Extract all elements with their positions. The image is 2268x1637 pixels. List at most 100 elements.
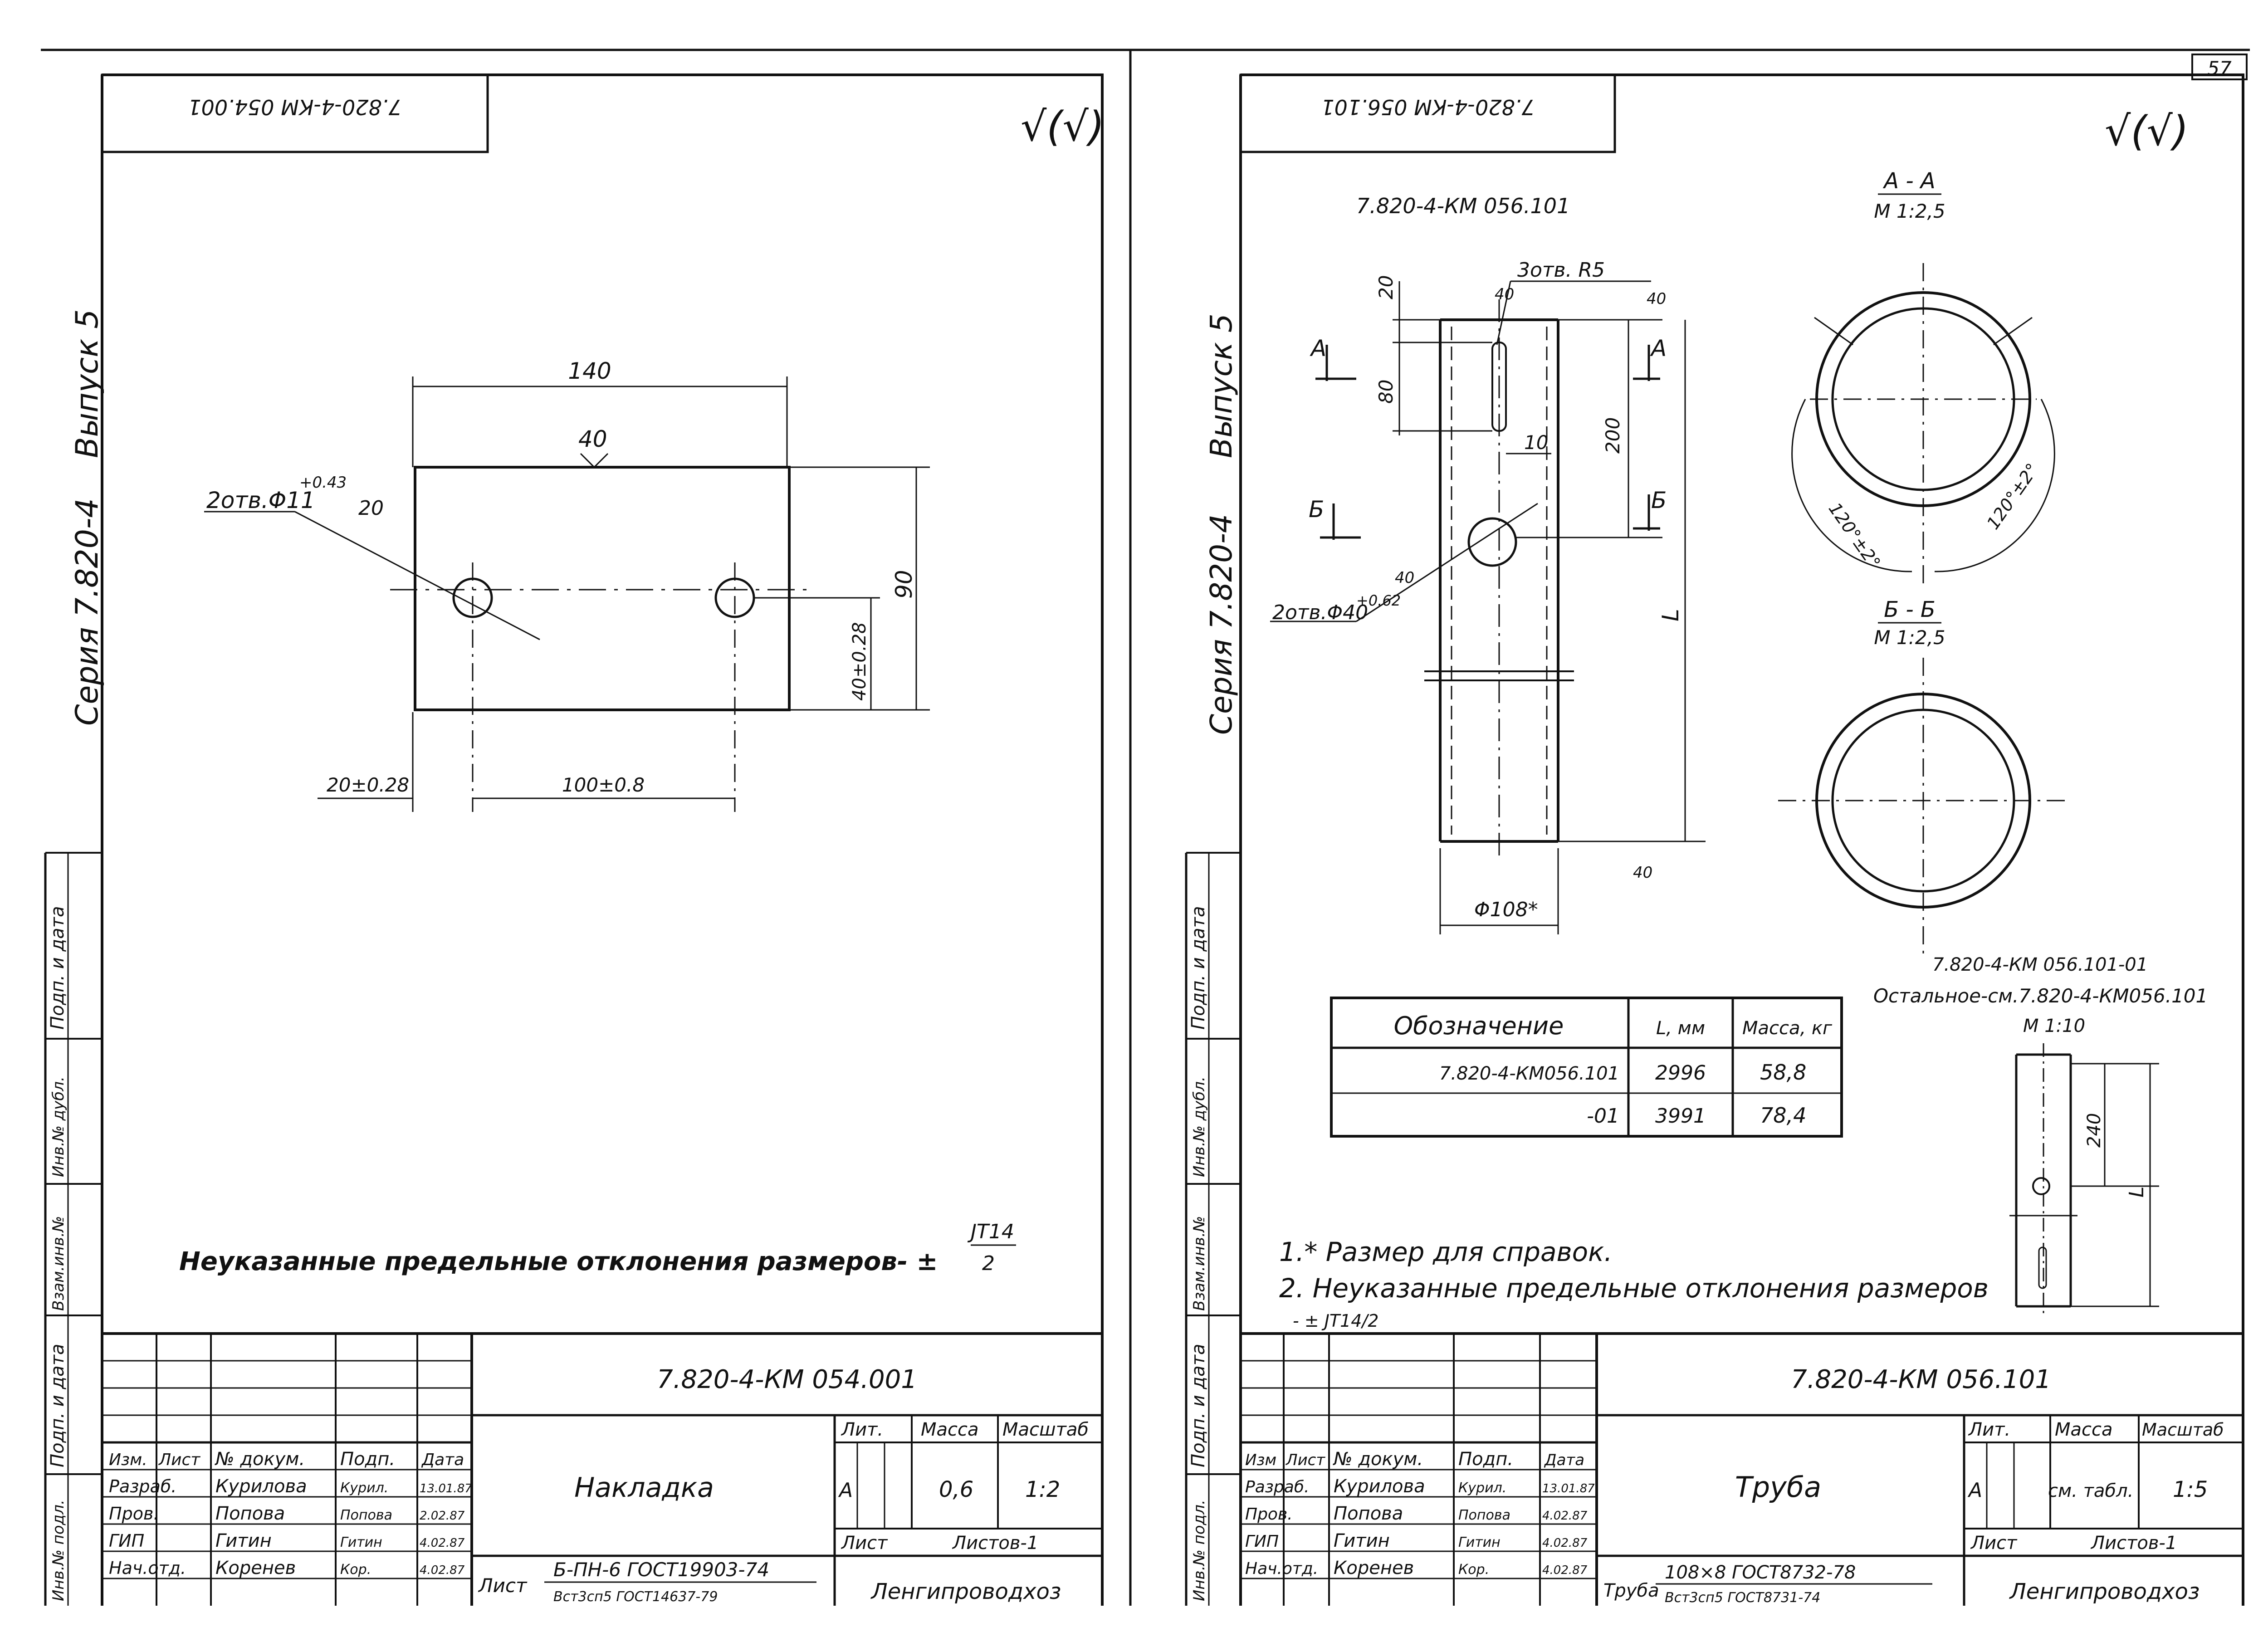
left-material-sub: Вст3сп5 ГОСТ14637-79	[553, 1589, 718, 1605]
tube-view	[1424, 299, 1574, 862]
lt-hdr-sign: Подп.	[340, 1449, 395, 1470]
tube-hole-callout: 2отв.Φ40	[1272, 601, 1368, 624]
dim-L-tube: L	[1657, 609, 1684, 621]
lt-row4-date: 4.02.87	[420, 1564, 465, 1577]
right-organization: Ленгипроводхоз	[2009, 1579, 2200, 1604]
note-2-tail: - ± JT14/2	[1293, 1311, 1378, 1331]
table-row1-mass: 58,8	[1760, 1060, 1806, 1085]
table-header-mass: Масса, кг	[1742, 1018, 1833, 1039]
dim-100-tol: 100±0.8	[562, 774, 645, 796]
dim-90: 90	[891, 570, 917, 599]
dim-diameter-tube: Φ108*	[1474, 898, 1538, 921]
cut-b-right: Б	[1651, 487, 1667, 513]
rt-row1-role: Разраб.	[1245, 1478, 1309, 1496]
left-material: Б-ПН-6 ГОСТ19903-74	[553, 1559, 769, 1581]
rt-hdr-sign: Подп.	[1458, 1449, 1513, 1470]
rt-row4-role: Нач.отд.	[1245, 1559, 1318, 1578]
lt-row3-sign: Гитин	[340, 1534, 382, 1550]
variant-note: Остальное-см.7.820-4-КМ056.101	[1873, 985, 2208, 1007]
lt-hdr-doc: № докум.	[215, 1449, 305, 1470]
tube-hole-tol: +0.62	[1356, 592, 1401, 609]
left-title-block: Изм. Лист № докум. Подп. Дата Разраб. Ку…	[102, 1332, 1102, 1606]
hole-weld: 20	[358, 497, 384, 520]
left-frame	[102, 73, 1104, 1606]
left-strip-4: Подп. и дата	[47, 1344, 68, 1467]
left-sheet: 7.820-4-КМ 054.001 √(√) Серия 7.820-4 Вы…	[44, 73, 1105, 1606]
left-scale-label: Масштаб	[1002, 1419, 1089, 1440]
rt-row2-name: Попова	[1334, 1503, 1403, 1524]
right-sheet: 7.820-4-КМ 056.101 √(√) Серия 7.820-4 Вы…	[1185, 73, 2244, 1606]
table-row2-designation: -01	[1587, 1104, 1619, 1128]
variant-tube	[2009, 1043, 2077, 1315]
rt-row3-date: 4.02.87	[1542, 1536, 1588, 1550]
lt-hdr-list: Лист	[158, 1451, 200, 1469]
right-title-block: Изм Лист № докум. Подп. Дата Разраб. Кур…	[1241, 1332, 2243, 1606]
left-note-frac-top: JT14	[967, 1220, 1014, 1243]
lt-hdr-izm: Изм.	[109, 1451, 147, 1469]
lt-row3-role: ГИП	[109, 1531, 144, 1551]
cut-a-right: А	[1650, 335, 1667, 362]
left-part-name: Накладка	[574, 1472, 714, 1504]
dim-200-tube: 200	[1602, 417, 1624, 454]
slot-callout: 3отв. R5	[1517, 259, 1605, 282]
angle-left: 120°±2°	[1825, 499, 1885, 572]
lt-row1-name: Курилова	[215, 1476, 307, 1497]
rt-row1-date: 13.01.87	[1542, 1482, 1595, 1495]
rt-row3-sign: Гитин	[1458, 1534, 1501, 1550]
variant-scale: М 1:10	[2023, 1016, 2085, 1036]
lt-row1-date: 13.01.87	[420, 1482, 472, 1495]
left-mass-value: 0,6	[939, 1477, 973, 1502]
right-strip-5: Инв.№ подл.	[1190, 1500, 1208, 1601]
lt-row2-date: 2.02.87	[420, 1509, 465, 1523]
section-a-title: А - А	[1882, 168, 1936, 194]
dim-20-tube: 20	[1375, 275, 1397, 299]
weld-40-c: 40	[1395, 569, 1414, 587]
note-2: 2. Неуказанные предельные отклонения раз…	[1279, 1273, 1989, 1304]
cut-a-left: А	[1310, 335, 1326, 362]
lt-row2-sign: Попова	[340, 1507, 392, 1523]
rt-hdr-date: Дата	[1544, 1451, 1584, 1469]
right-strip-1: Подп. и дата	[1188, 906, 1209, 1030]
section-a-scale: М 1:2,5	[1874, 200, 1945, 222]
left-roughness-symbol: √(√)	[1021, 103, 1105, 151]
right-sheets-label: Листов-1	[2090, 1533, 2177, 1554]
right-lit-value: А	[1967, 1479, 1982, 1502]
table-row1-length: 2996	[1655, 1061, 1706, 1085]
left-strip-1: Подп. и дата	[47, 906, 68, 1030]
lt-row3-date: 4.02.87	[420, 1536, 465, 1550]
lt-row4-role: Нач.отд.	[109, 1558, 186, 1578]
page-number-box	[2191, 54, 2248, 80]
left-mass-label: Масса	[921, 1419, 979, 1440]
hole-callout-tol: +0.43	[299, 474, 347, 492]
left-strip-2: Инв.№ дубл.	[49, 1076, 68, 1177]
right-part-name: Труба	[1735, 1471, 1821, 1504]
left-scale-value: 1:2	[1025, 1477, 1060, 1502]
lt-hdr-date: Дата	[421, 1451, 464, 1469]
tube-hole	[1467, 517, 1517, 567]
weld-40-a: 40	[1495, 285, 1514, 303]
dim-80-tube: 80	[1375, 380, 1397, 404]
lt-row2-role: Пров.	[109, 1504, 159, 1524]
rt-row2-role: Пров.	[1245, 1505, 1293, 1524]
rt-hdr-list: Лист	[1285, 1451, 1325, 1469]
right-stamp-box	[1239, 73, 1616, 153]
lt-row1-role: Разраб.	[109, 1476, 176, 1496]
lt-row4-name: Коренев	[215, 1558, 296, 1578]
table-row1-designation: 7.820-4-КМ056.101	[1439, 1063, 1619, 1084]
right-material-prefix: Труба	[1603, 1580, 1659, 1601]
hole-callout: 2отв.Φ11	[206, 487, 315, 513]
left-material-prefix: Лист	[478, 1574, 528, 1597]
tube-slot	[1491, 342, 1507, 432]
right-series-label: Серия 7.820-4	[1204, 514, 1239, 735]
variant-label: 7.820-4-КМ 056.101-01	[1932, 954, 2148, 975]
note-1: 1.* Размер для справок.	[1279, 1236, 1613, 1267]
rt-hdr-doc: № докум.	[1333, 1449, 1423, 1470]
left-note: Неуказанные предельные отклонения размер…	[179, 1247, 938, 1276]
left-issue-label: Выпуск 5	[69, 309, 105, 458]
section-b-ring	[1778, 658, 2068, 957]
left-sheet-label: Лист	[841, 1533, 888, 1554]
left-doc-code: 7.820-4-КМ 054.001	[657, 1365, 917, 1394]
cut-b-left: Б	[1309, 496, 1324, 523]
section-b-title: Б - Б	[1884, 597, 1936, 622]
section-b-scale: М 1:2,5	[1874, 626, 1945, 649]
